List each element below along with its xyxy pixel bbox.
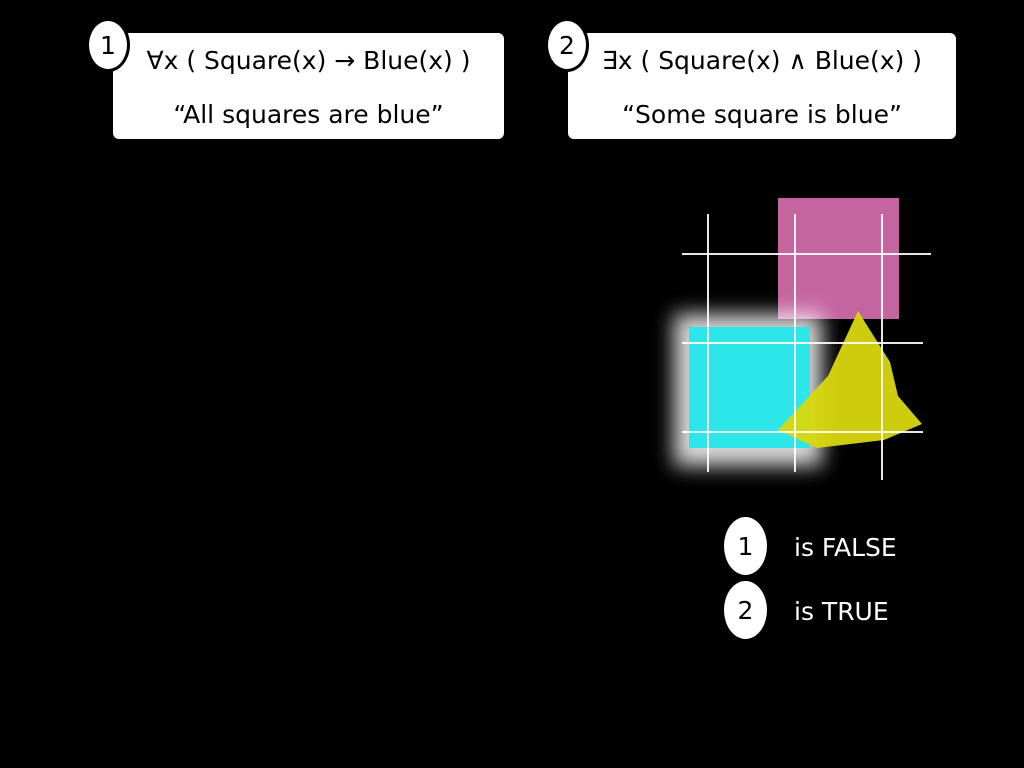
result-1-text: is FALSE	[794, 533, 897, 562]
statement-1-card: ∀x ( Square(x) → Blue(x) ) “All squares …	[113, 33, 504, 139]
statement-1-gloss: “All squares are blue”	[173, 100, 444, 129]
pink-square	[778, 198, 899, 319]
yellow-triangle	[778, 311, 922, 448]
statement-2-badge: 2	[545, 18, 589, 72]
result-2-badge: 2	[724, 581, 767, 639]
statement-1-formula: ∀x ( Square(x) → Blue(x) )	[146, 46, 471, 75]
statement-1-badge: 1	[86, 18, 130, 72]
statement-2-card: ∃x ( Square(x) ∧ Blue(x) ) “Some square …	[568, 33, 956, 139]
world-grid	[682, 214, 931, 480]
result-1-badge: 1	[724, 517, 767, 575]
statement-2-formula: ∃x ( Square(x) ∧ Blue(x) )	[601, 46, 923, 75]
statement-2-gloss: “Some square is blue”	[622, 100, 902, 129]
result-2-text: is TRUE	[794, 597, 889, 626]
world-diagram	[674, 198, 931, 480]
